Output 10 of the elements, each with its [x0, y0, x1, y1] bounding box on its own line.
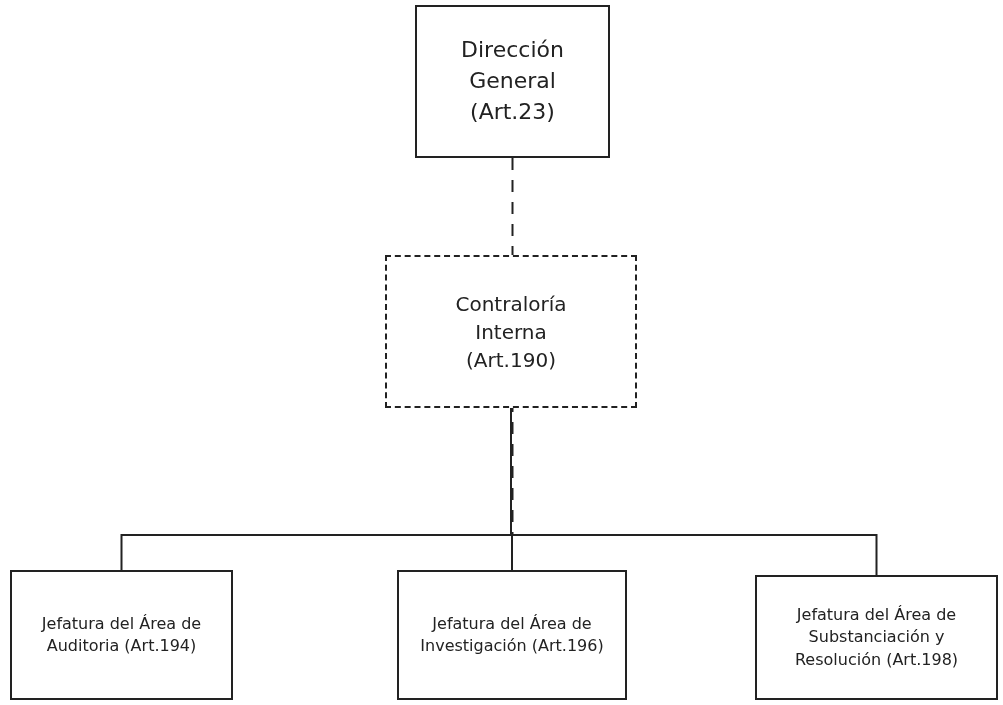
unit-name: Jefatura del Área de Auditoria (Art.194) — [40, 612, 203, 657]
org-unit-box — [10, 570, 233, 700]
unit-name: Jefatura del Área de Investigación (Art.196) — [419, 612, 605, 657]
org-unit-box — [415, 5, 610, 158]
unit-name: Jefatura del Área de Substanciación y Resolución (Art.198) — [793, 603, 960, 671]
org-unit-box — [385, 255, 637, 408]
unit-name: Contraloría Interna (Art.190) — [454, 290, 568, 374]
unit-name: Dirección General (Art.23) — [460, 36, 565, 126]
org-unit-box — [397, 570, 627, 700]
org-unit-box — [755, 575, 998, 700]
